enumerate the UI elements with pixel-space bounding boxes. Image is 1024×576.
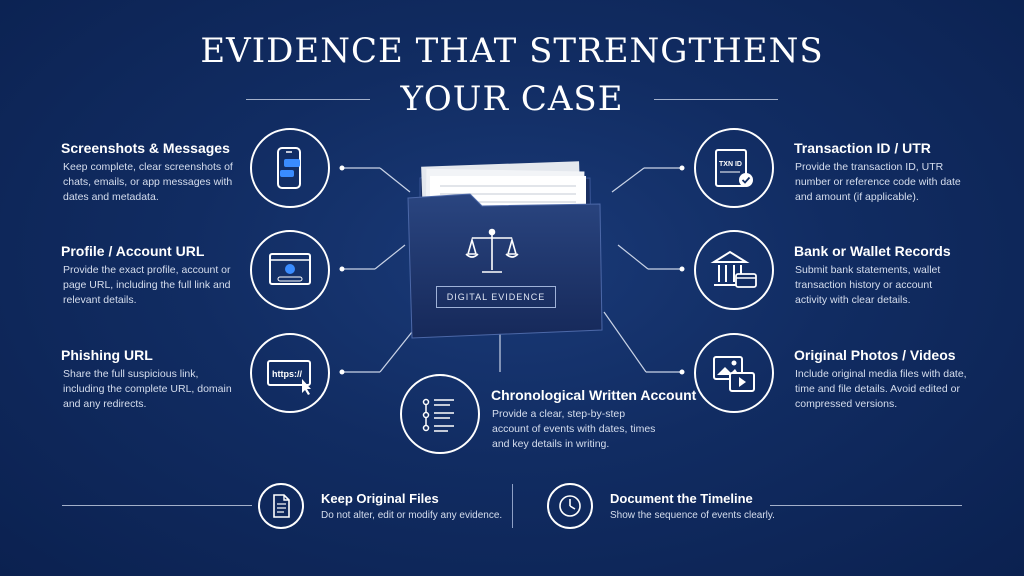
page-title-line1: EVIDENCE THAT STRENGTHENS <box>200 31 824 71</box>
document-icon <box>273 494 290 518</box>
profile-url-title: Profile / Account URL <box>61 243 205 259</box>
document-timeline-title: Document the Timeline <box>610 491 753 506</box>
https-icon-text: https:// <box>272 369 302 379</box>
transaction-id-title: Transaction ID / UTR <box>794 140 931 156</box>
photos-videos-desc: Include original media files with date, … <box>795 368 967 410</box>
profile-url-desc: Provide the exact profile, account or pa… <box>63 264 231 306</box>
photos-videos-circle <box>694 333 774 413</box>
screenshots-title: Screenshots & Messages <box>61 140 230 156</box>
folder-label: DIGITAL EVIDENCE <box>436 286 556 308</box>
phone-chat-icon <box>277 147 301 189</box>
scales-of-justice-icon <box>465 228 519 273</box>
phishing-url-desc: Share the full suspicious link, includin… <box>63 368 232 410</box>
bank-records-title: Bank or Wallet Records <box>794 243 951 259</box>
phishing-url-title: Phishing URL <box>61 347 153 363</box>
title-rule-left <box>246 99 370 100</box>
written-account-circle <box>400 374 480 454</box>
phishing-url-circle: https:// <box>250 333 330 413</box>
transaction-id-desc: Provide the transaction ID, UTR number o… <box>795 161 961 203</box>
digital-evidence-folder: DIGITAL EVIDENCE <box>400 150 620 350</box>
screenshots-circle <box>250 128 330 208</box>
page-title-line2: YOUR CASE <box>400 79 624 119</box>
title-rule-right <box>654 99 778 100</box>
browser-profile-icon <box>269 253 311 285</box>
keep-original-title: Keep Original Files <box>321 491 439 506</box>
txn-id-icon-text: TXN ID <box>719 161 742 168</box>
timeline-list-icon <box>422 398 454 432</box>
receipt-check-icon: TXN ID <box>715 149 753 187</box>
screenshots-desc: Keep complete, clear screenshots of chat… <box>63 161 233 203</box>
profile-url-circle <box>250 230 330 310</box>
bank-card-icon <box>710 250 757 288</box>
https-cursor-icon: https:// <box>267 360 311 395</box>
bottom-rule-left <box>62 505 252 506</box>
folder-icon <box>407 161 603 339</box>
bottom-divider <box>512 484 513 528</box>
written-account-title: Chronological Written Account <box>491 387 697 403</box>
bank-records-circle <box>694 230 774 310</box>
clock-icon <box>559 495 581 517</box>
keep-original-circle <box>258 483 304 529</box>
document-timeline-circle <box>547 483 593 529</box>
document-timeline-desc: Show the sequence of events clearly. <box>610 510 775 521</box>
photo-video-icon <box>713 356 755 392</box>
bottom-rule-right <box>770 505 962 506</box>
keep-original-desc: Do not alter, edit or modify any evidenc… <box>321 510 503 521</box>
transaction-id-circle: TXN ID <box>694 128 774 208</box>
bank-records-desc: Submit bank statements, wallet transacti… <box>795 264 941 306</box>
written-account-desc: Provide a clear, step-by-step account of… <box>492 408 656 450</box>
photos-videos-title: Original Photos / Videos <box>794 347 956 363</box>
